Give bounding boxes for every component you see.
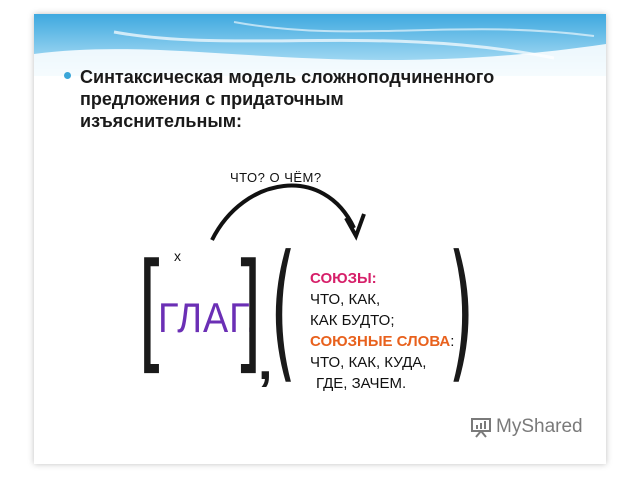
presentation-icon bbox=[471, 418, 491, 438]
conjunction-line: ЧТО, КАК, bbox=[310, 291, 381, 308]
right-square-bracket: ] bbox=[234, 235, 262, 387]
superscript-x: x bbox=[174, 248, 181, 264]
open-parenthesis: ( bbox=[270, 224, 297, 398]
conjunctive-word-line: ЧТО, КАК, КУДА, bbox=[310, 354, 427, 371]
conjunctive-word-line: ГДЕ, ЗАЧЕМ. bbox=[316, 375, 407, 392]
colon: : bbox=[450, 333, 455, 350]
conjunctive-words-label: СОЮЗНЫЕ СЛОВА bbox=[310, 333, 451, 350]
conjunctions-label: СОЮЗЫ: bbox=[310, 270, 377, 287]
bullet-icon bbox=[64, 72, 71, 79]
question-label: ЧТО? О ЧЁМ? bbox=[230, 170, 322, 185]
slide-title: Синтаксическая модель сложноподчиненного… bbox=[80, 66, 580, 132]
conjunction-list: СОЮЗЫ: ЧТО, КАК, КАК БУДТО; СОЮЗНЫЕ СЛОВ… bbox=[310, 268, 454, 394]
header-banner bbox=[34, 14, 606, 76]
myshared-logo: MyShared bbox=[470, 416, 583, 438]
conjunction-line: КАК БУДТО; bbox=[310, 312, 395, 329]
title-line: Синтаксическая модель сложноподчиненного bbox=[80, 67, 495, 87]
curved-arrow-icon bbox=[210, 183, 366, 241]
close-parenthesis: ) bbox=[448, 224, 475, 398]
left-square-bracket: [ bbox=[138, 235, 166, 387]
verb-label: ГЛАГ. bbox=[158, 294, 258, 341]
slide: Синтаксическая модель сложноподчиненного… bbox=[34, 14, 606, 464]
comma: , bbox=[258, 333, 273, 391]
title-line: предложения с придаточным bbox=[80, 89, 344, 109]
title-line: изъяснительным: bbox=[80, 111, 243, 131]
logo-text: MyShared bbox=[496, 416, 583, 437]
